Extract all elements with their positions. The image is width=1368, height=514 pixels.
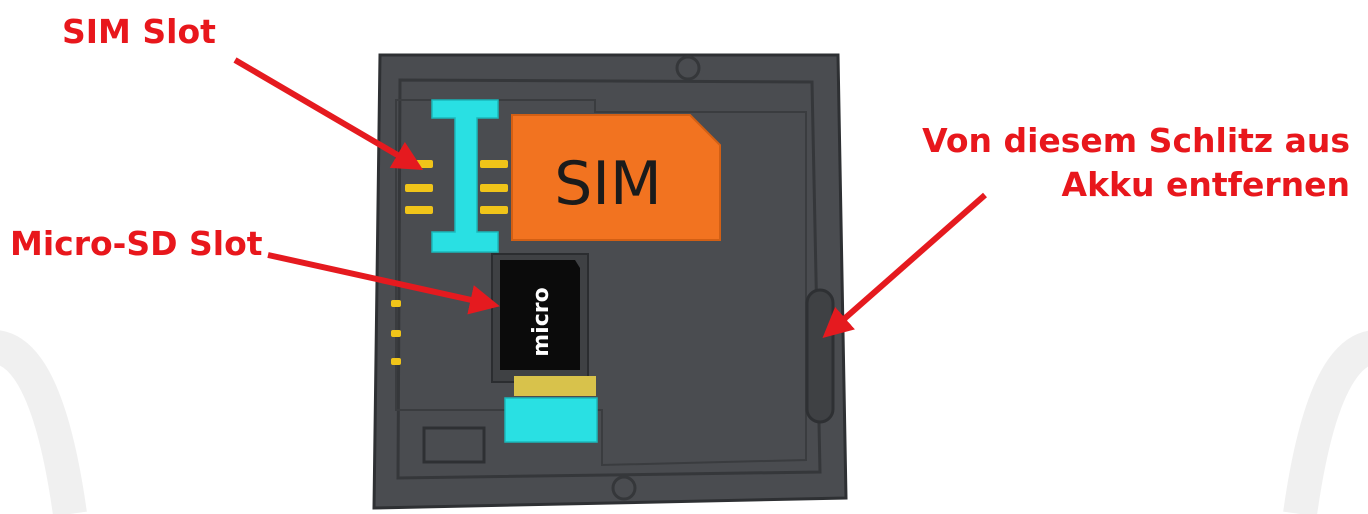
sim-card-text: SIM <box>554 149 662 219</box>
arrow-sim-slot <box>233 57 424 171</box>
arrow-microsd-slot <box>267 252 500 315</box>
label-battery-removal-line1: Von diesem Schlitz aus <box>922 121 1350 160</box>
svg-text:micro: micro <box>529 287 554 356</box>
device-body <box>372 53 848 510</box>
label-battery-removal-line2: Akku entfernen <box>1061 165 1350 204</box>
battery-contacts <box>391 300 401 365</box>
sim-card: SIM <box>511 114 721 241</box>
watermark-arcs <box>0 330 1368 514</box>
sim-connector <box>431 99 499 253</box>
label-microsd-slot: Micro-SD Slot <box>10 224 263 263</box>
label-sim-slot: SIM Slot <box>62 12 216 51</box>
battery-removal-slot <box>805 288 835 424</box>
bottom-connector <box>422 426 486 464</box>
arrow-battery-slot <box>822 192 987 338</box>
label-battery-removal: Von diesem Schlitz aus Akku entfernen <box>872 119 1350 207</box>
microsd-slot: micro <box>491 253 598 443</box>
